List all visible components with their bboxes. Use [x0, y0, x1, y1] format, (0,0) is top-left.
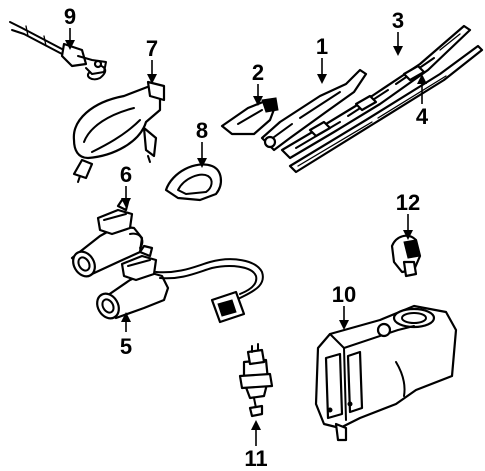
- callout-2: 2: [252, 60, 264, 85]
- leader-lines: [65, 28, 427, 446]
- part-1-wiper-arm: [260, 68, 368, 152]
- callout-labels: 9 7 2 1 3 4 8 6 5 12 10 11: [64, 4, 429, 471]
- callout-8: 8: [196, 118, 208, 143]
- callout-1: 1: [316, 34, 328, 59]
- part-3-wiper-blade: [280, 24, 472, 160]
- part-2-arm-cap: [220, 97, 279, 136]
- part-7-wiper-linkage: [72, 80, 166, 183]
- callout-4: 4: [416, 104, 429, 129]
- callout-3: 3: [392, 8, 404, 33]
- callout-10: 10: [332, 282, 356, 307]
- part-6-wiper-motor: [70, 198, 144, 278]
- part-9-wiring-harness: [9, 21, 107, 81]
- part-12-washer-pump: [390, 234, 422, 278]
- callout-12: 12: [396, 190, 420, 215]
- part-4-blade-refill: [288, 44, 484, 174]
- part-8-nozzle-cover: [164, 163, 222, 202]
- callout-7: 7: [146, 36, 158, 61]
- callout-6: 6: [120, 162, 132, 187]
- callout-5: 5: [120, 334, 132, 359]
- part-5-wiper-motor: [96, 244, 264, 324]
- callout-9: 9: [64, 4, 76, 29]
- callout-11: 11: [244, 446, 267, 471]
- part-11-washer-pump-motor: [238, 343, 274, 418]
- part-10-washer-reservoir: [314, 304, 458, 442]
